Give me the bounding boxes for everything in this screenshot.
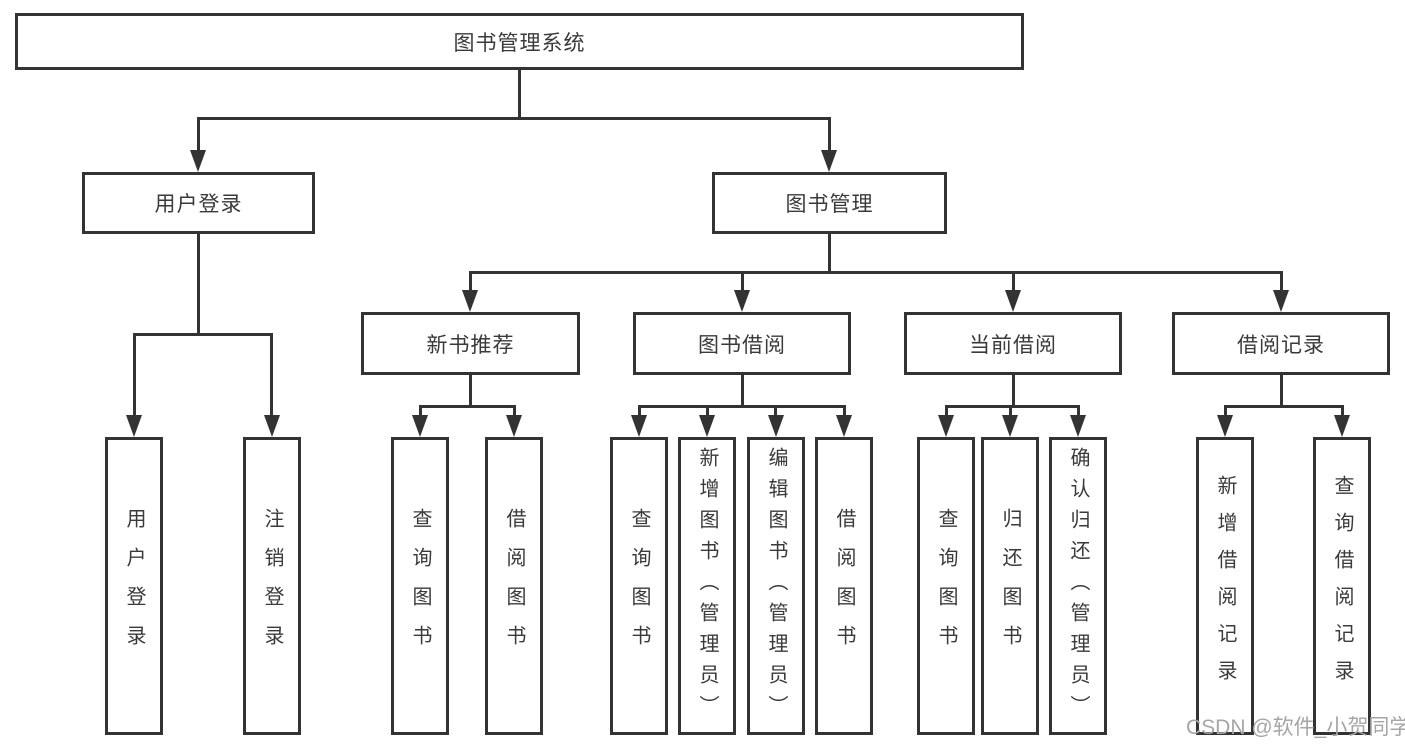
arrowhead-down-icon	[699, 415, 715, 437]
node-br-add: 新增借阅记录	[1196, 437, 1254, 735]
node-logout: 注销登录	[243, 437, 301, 735]
connector	[1224, 405, 1227, 417]
connector	[419, 405, 516, 408]
arrowhead-down-icon	[190, 150, 206, 172]
node-bb-add: 新增图书（管理员）	[678, 437, 736, 735]
node-current-borrow: 当前借阅	[904, 312, 1122, 375]
connector	[1077, 405, 1080, 417]
connector	[1224, 405, 1344, 408]
node-book-mgmt-label: 图书管理	[785, 193, 874, 216]
arrowhead-down-icon	[1070, 415, 1086, 437]
node-user-login: 用户登录	[105, 437, 163, 735]
connector	[133, 333, 136, 415]
connector	[1280, 375, 1283, 407]
connector	[741, 271, 744, 292]
arrowhead-down-icon	[1334, 415, 1350, 437]
node-cb-query: 查询图书	[917, 437, 975, 735]
node-root-label: 图书管理系统	[453, 31, 586, 55]
arrowhead-down-icon	[821, 150, 837, 172]
node-bb-borrow: 借阅图书	[815, 437, 873, 735]
connector	[638, 405, 641, 417]
connector	[513, 405, 516, 417]
node-nb-query: 查询图书	[391, 437, 449, 735]
node-new-book-rec: 新书推荐	[361, 312, 580, 375]
connector	[828, 234, 831, 273]
node-borrow-records-label: 借阅记录	[1237, 333, 1325, 357]
node-new-book-rec-label: 新书推荐	[426, 333, 515, 357]
connector	[1280, 271, 1283, 292]
arrowhead-down-icon	[126, 415, 142, 437]
connector	[774, 405, 777, 417]
node-bb-query: 查询图书	[610, 437, 668, 735]
arrowhead-down-icon	[462, 290, 478, 312]
arrowhead-down-icon	[734, 290, 750, 312]
arrowhead-down-icon	[1273, 290, 1289, 312]
connector	[469, 271, 472, 292]
connector	[741, 375, 744, 407]
connector	[843, 405, 846, 417]
arrowhead-down-icon	[836, 415, 852, 437]
connector	[419, 405, 422, 417]
arrowhead-down-icon	[768, 415, 784, 437]
arrowhead-down-icon	[412, 415, 428, 437]
connector	[270, 333, 273, 415]
connector	[1341, 405, 1344, 417]
connector	[1009, 405, 1012, 417]
node-user-login-group-label: 用户登录	[154, 193, 243, 216]
node-cb-return: 归还图书	[981, 437, 1039, 735]
arrowhead-down-icon	[1005, 290, 1021, 312]
connector	[197, 117, 831, 120]
connector	[828, 117, 831, 152]
node-current-borrow-label: 当前借阅	[969, 333, 1057, 357]
node-bb-edit: 编辑图书（管理员）	[747, 437, 805, 735]
connector	[197, 117, 200, 152]
node-user-login-group: 用户登录	[82, 172, 315, 234]
connector	[469, 271, 1283, 274]
node-br-query: 查询借阅记录	[1313, 437, 1371, 735]
node-cb-confirm: 确认归还（管理员）	[1049, 437, 1107, 735]
arrowhead-down-icon	[1002, 415, 1018, 437]
connector	[945, 405, 948, 417]
node-book-borrow-label: 图书借阅	[698, 333, 786, 357]
node-borrow-records: 借阅记录	[1172, 312, 1390, 375]
node-root: 图书管理系统	[15, 13, 1024, 70]
arrowhead-down-icon	[631, 415, 647, 437]
connector	[1012, 375, 1015, 407]
connector	[706, 405, 709, 417]
connector	[1012, 271, 1015, 292]
csdn-watermark: CSDN @软件_小贺同学	[1186, 716, 1405, 739]
node-nb-borrow: 借阅图书	[485, 437, 543, 735]
connector	[197, 234, 200, 335]
arrowhead-down-icon	[506, 415, 522, 437]
node-book-mgmt: 图书管理	[712, 172, 947, 234]
connector	[638, 405, 846, 408]
arrowhead-down-icon	[264, 415, 280, 437]
arrowhead-down-icon	[938, 415, 954, 437]
node-book-borrow: 图书借阅	[633, 312, 851, 375]
connector	[133, 333, 273, 336]
connector	[518, 70, 521, 119]
arrowhead-down-icon	[1217, 415, 1233, 437]
connector	[469, 375, 472, 407]
connector	[945, 405, 1080, 408]
